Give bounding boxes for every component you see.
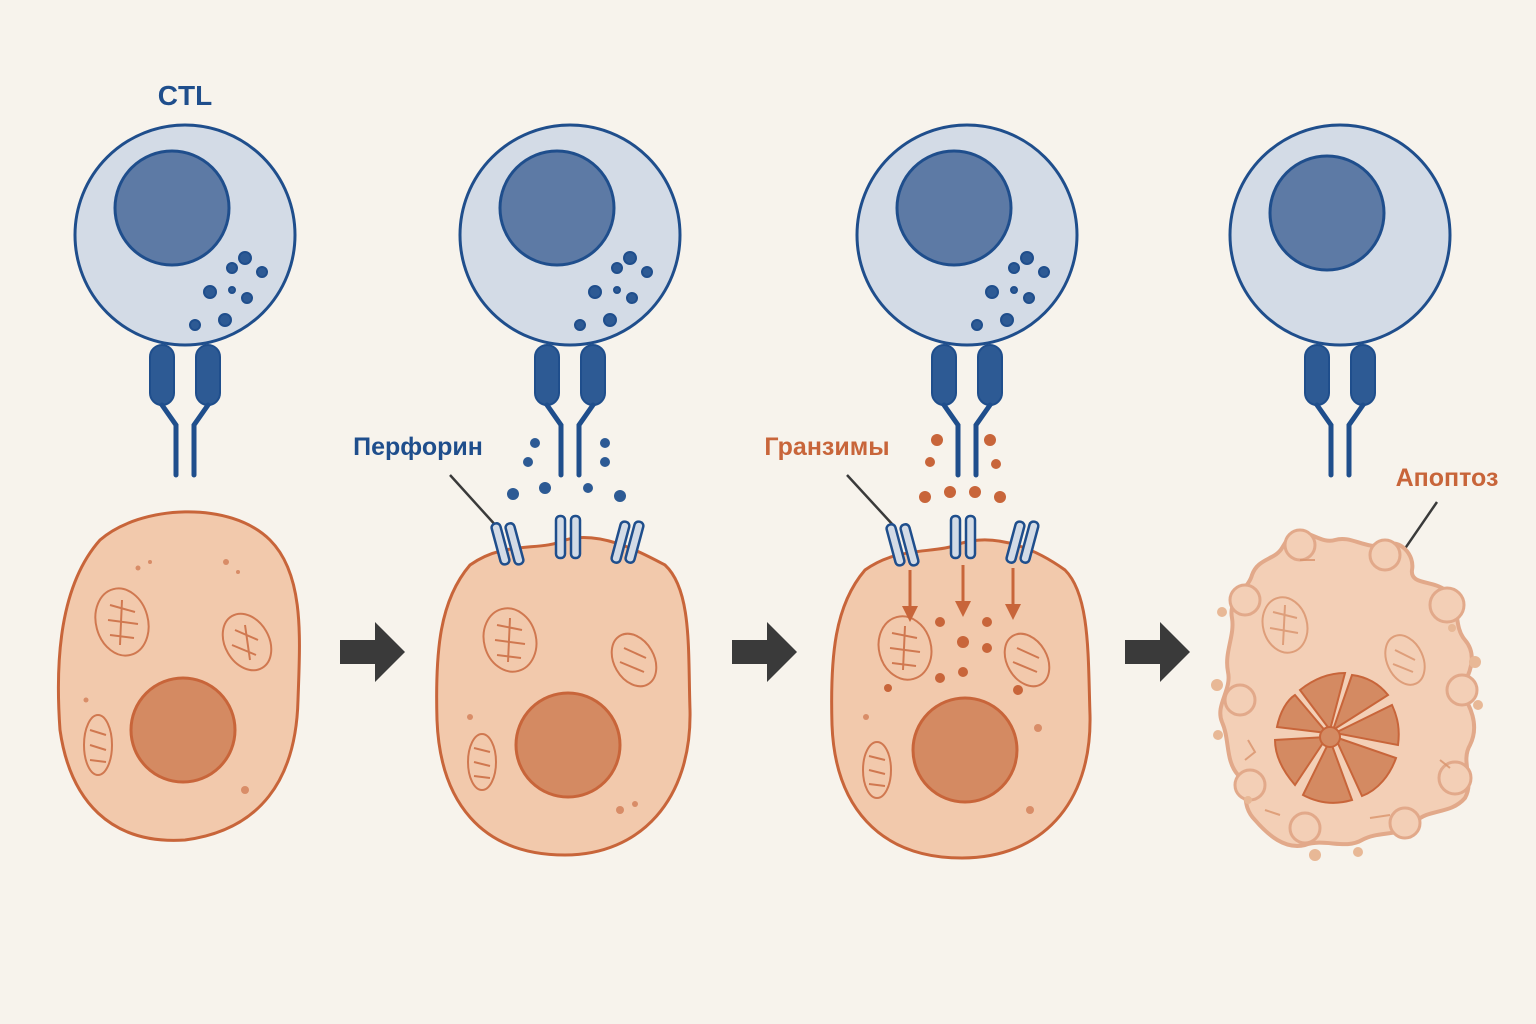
target-nucleus bbox=[129, 676, 237, 784]
perforin-pores bbox=[490, 514, 645, 566]
apoptotic-bodies bbox=[1211, 607, 1483, 861]
process-arrow bbox=[1125, 622, 1190, 682]
apoptotic-cell bbox=[1211, 528, 1483, 861]
perforin-molecules bbox=[507, 438, 626, 502]
ctl-nucleus bbox=[1268, 154, 1386, 272]
perforin-pores bbox=[885, 514, 1040, 567]
ctl-cell bbox=[1228, 123, 1452, 347]
perforin-pointer bbox=[449, 474, 499, 529]
stage-4: Апоптоз bbox=[1211, 123, 1499, 861]
organelle-debris bbox=[1244, 559, 1451, 819]
mitochondrion bbox=[467, 607, 658, 791]
target-nucleus bbox=[911, 696, 1019, 804]
cytotoxic-granules bbox=[971, 251, 1050, 331]
process-arrow bbox=[732, 622, 797, 682]
ctl-nucleus bbox=[113, 149, 231, 267]
cytotoxic-granules bbox=[189, 251, 268, 331]
ctl-nucleus bbox=[895, 149, 1013, 267]
target-cell bbox=[56, 510, 301, 842]
ctl-cell bbox=[458, 123, 682, 347]
stage-3: Гранзимы bbox=[764, 123, 1092, 860]
tcr-receptor bbox=[1304, 344, 1376, 478]
tcr-receptor bbox=[931, 344, 1003, 478]
target-cell bbox=[830, 514, 1092, 860]
mitochondrion bbox=[862, 615, 1051, 799]
fragmented-nucleus bbox=[1273, 671, 1400, 804]
tcr-receptor bbox=[534, 344, 606, 478]
target-nucleus bbox=[514, 691, 622, 799]
process-arrow bbox=[340, 622, 405, 682]
ctl-cell bbox=[73, 123, 297, 347]
granzyme-molecules bbox=[919, 434, 1006, 503]
ctl-nucleus bbox=[498, 149, 616, 267]
mitochondrion bbox=[83, 587, 273, 776]
granzymes-inside bbox=[884, 617, 1023, 695]
granzyme-entry-arrows bbox=[902, 565, 1021, 622]
perforin-label: Перфорин bbox=[353, 433, 483, 461]
tcr-receptor bbox=[149, 344, 221, 478]
stage-2: Перфорин bbox=[353, 123, 692, 857]
ctl-cell bbox=[855, 123, 1079, 347]
membrane-blebs bbox=[1223, 528, 1479, 845]
granzymes-pointer bbox=[846, 474, 894, 526]
cytotoxic-granules bbox=[574, 251, 653, 331]
stage-1: CTL bbox=[56, 80, 301, 842]
ctl-label: CTL bbox=[158, 80, 212, 111]
granzymes-label: Гранзимы bbox=[764, 433, 889, 461]
apoptosis-label: Апоптоз bbox=[1396, 464, 1499, 492]
target-cell bbox=[435, 514, 692, 857]
